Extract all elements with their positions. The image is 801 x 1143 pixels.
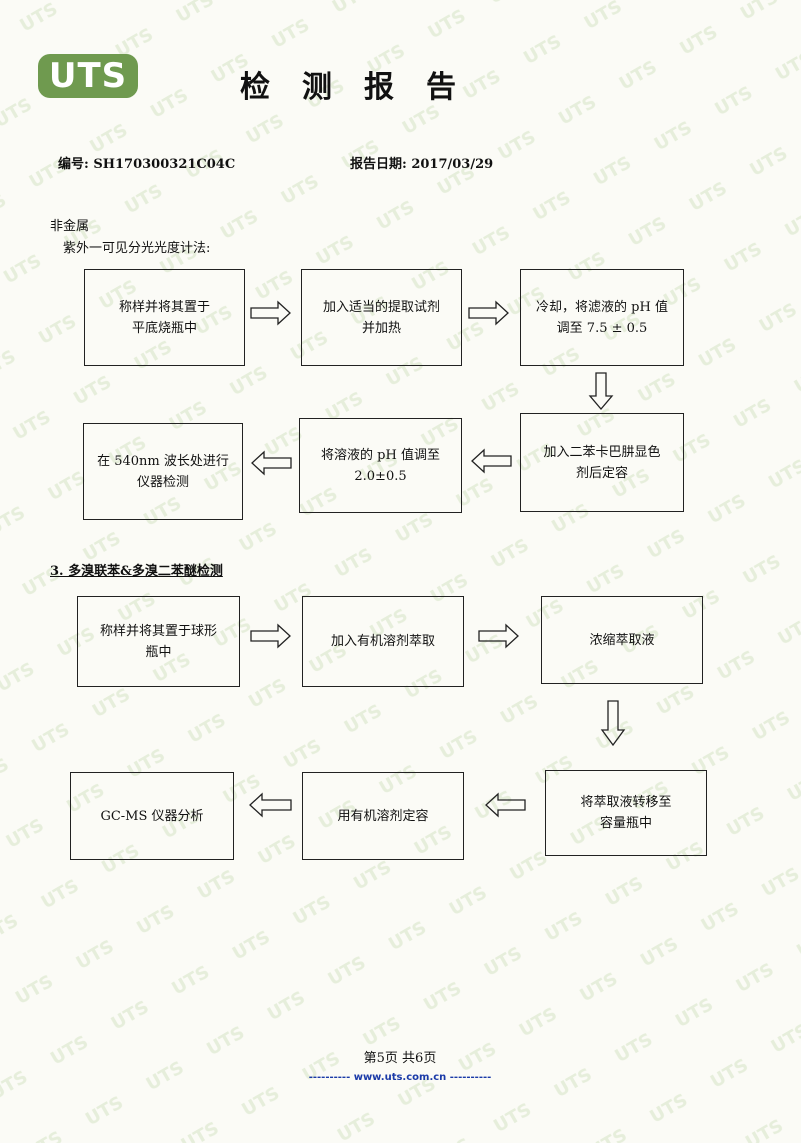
flow2-box-3: 浓缩萃取液 (541, 596, 703, 684)
right-arrow-icon (250, 623, 291, 649)
right-arrow-icon (478, 623, 519, 649)
left-arrow-icon (471, 448, 512, 474)
flow2-box-5: 用有机溶剂定容 (302, 772, 464, 860)
page-number: 第5页 共6页 (363, 1051, 437, 1066)
down-arrow-icon (588, 372, 614, 410)
left-arrow-icon (249, 792, 292, 818)
flow2-box-4: 将萃取液转移至容量瓶中 (545, 770, 707, 856)
left-arrow-icon (485, 792, 526, 818)
flow-box-6: 在 540nm 波长处进行仪器检测 (83, 423, 243, 520)
method-label: 紫外一可见分光光度计法: (63, 241, 211, 256)
right-arrow-icon (250, 300, 291, 326)
section-heading-pbb-pbde: 3. 多溴联苯&多溴二苯醚检测 (50, 564, 223, 579)
flow2-box-2: 加入有机溶剂萃取 (302, 596, 464, 687)
website-link[interactable]: ---------- www.uts.com.cn ---------- (308, 1072, 492, 1083)
flow-box-1: 称样并将其置于平底烧瓶中 (84, 269, 245, 366)
flow-box-4: 加入二苯卡巴肼显色剂后定容 (520, 413, 684, 512)
flow-box-2: 加入适当的提取试剂并加热 (301, 269, 462, 366)
flow2-box-6: GC-MS 仪器分析 (70, 772, 234, 860)
down-arrow-icon (600, 700, 626, 746)
section-heading-nonmetal: 非金属 (50, 219, 90, 234)
report-number: 编号: SH170300321C04C (58, 157, 236, 172)
left-arrow-icon (251, 450, 292, 476)
uts-logo: UTS (38, 54, 138, 98)
page-title: 检测报告 (240, 70, 488, 105)
flow2-box-1: 称样并将其置于球形瓶中 (77, 596, 240, 687)
right-arrow-icon (468, 300, 509, 326)
flow-box-3: 冷却，将滤液的 pH 值调至 7.5 ± 0.5 (520, 269, 684, 366)
report-date: 报告日期: 2017/03/29 (350, 157, 494, 172)
